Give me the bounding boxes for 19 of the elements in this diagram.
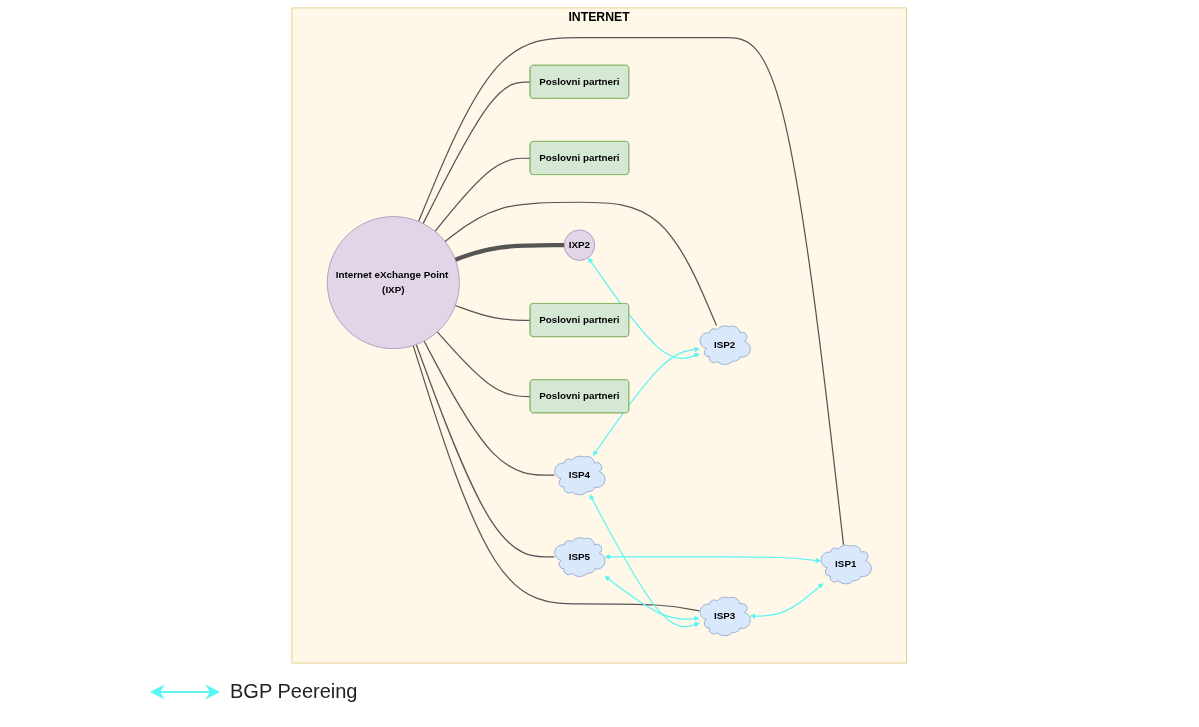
legend-text: BGP Peereing: [230, 680, 358, 703]
arrow: [605, 553, 822, 563]
connector: [416, 343, 556, 557]
connector: [437, 330, 532, 397]
node-circle: Internet eXchange Point (IXP): [327, 215, 461, 349]
connector: [454, 242, 565, 262]
arrow: [588, 257, 701, 359]
connector: [444, 201, 718, 326]
arrow: [593, 346, 701, 456]
connector: [423, 339, 556, 476]
node-circle: IXP2: [564, 229, 596, 261]
connector: [412, 344, 701, 612]
connector: [418, 36, 845, 545]
connector: [422, 80, 532, 224]
arrow: [750, 582, 824, 619]
connector: [455, 304, 532, 321]
arrow: [590, 493, 701, 627]
connector: [434, 157, 532, 232]
arrow: [604, 575, 701, 621]
